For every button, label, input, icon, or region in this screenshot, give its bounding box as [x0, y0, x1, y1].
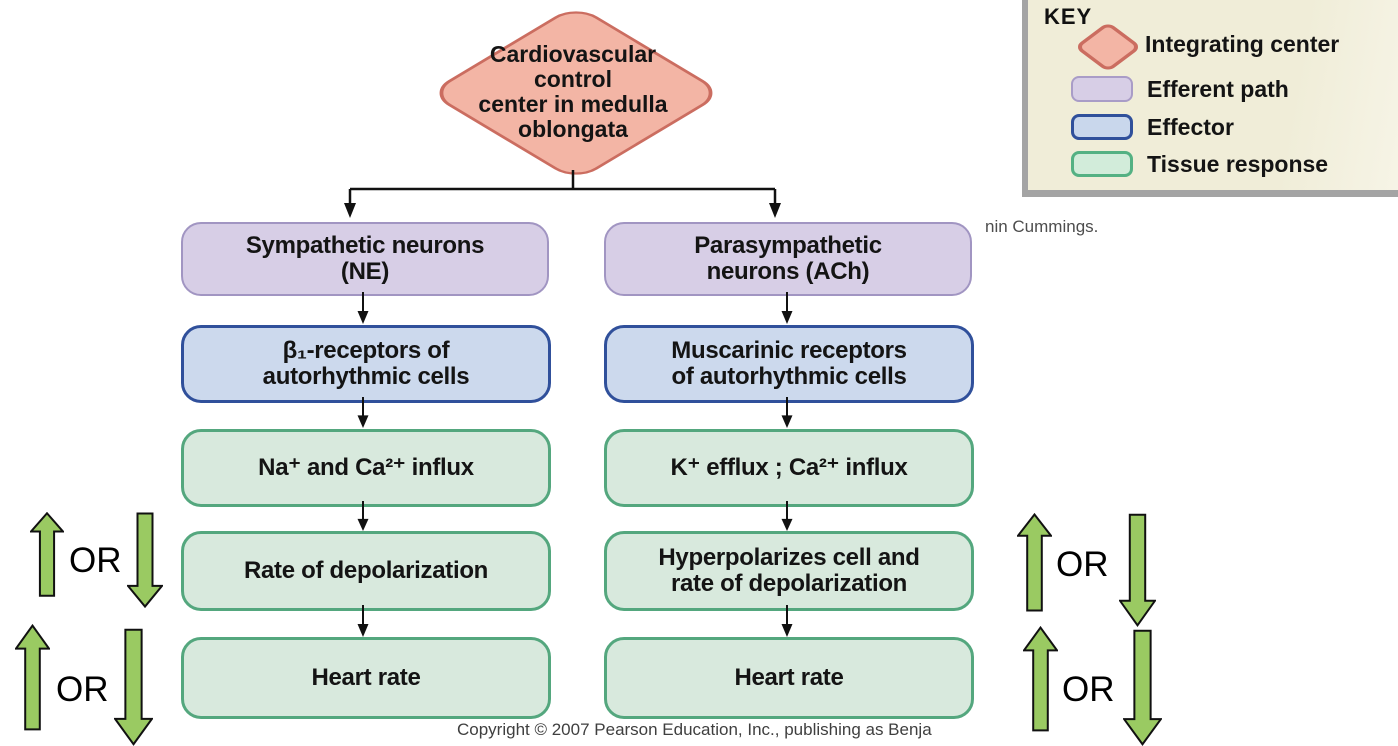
or-label: OR: [56, 670, 109, 709]
branch-connector-arrows: [344, 170, 781, 218]
decrease-arrow-icon: [127, 512, 163, 608]
integrating-center-label: Cardiovascular control center in medulla…: [478, 41, 668, 142]
increase-arrow-icon: [30, 512, 64, 597]
credit-fragment-text: nin Cummings.: [985, 217, 1099, 236]
or-label: OR: [1056, 545, 1109, 584]
flow-arrow-icon: [781, 605, 793, 637]
k-efflux-ca-influx-box: K⁺ efflux ; Ca²⁺ influx: [604, 429, 974, 507]
rate-of-depolarization-box: Rate of depolarization: [181, 531, 551, 611]
key-item-integrating-center: Integrating center: [1073, 21, 1340, 73]
increase-arrow-icon: [1023, 626, 1058, 732]
flow-arrow-icon: [781, 501, 793, 531]
increase-arrow-icon: [1017, 513, 1052, 612]
or-label: OR: [69, 541, 122, 580]
key-item-label: Effector: [1147, 113, 1234, 140]
integrating-center-swatch-icon: [1073, 21, 1142, 73]
decrease-arrow-icon: [1119, 513, 1156, 627]
increase-arrow-icon: [15, 624, 50, 731]
flow-arrow-icon: [357, 501, 369, 531]
effector-swatch-icon: [1071, 114, 1133, 140]
key-item-label: Efferent path: [1147, 75, 1289, 102]
heart-rate-box-left: Heart rate: [181, 637, 551, 719]
flow-arrow-icon: [781, 397, 793, 428]
heart-rate-box-right: Heart rate: [604, 637, 974, 719]
muscarinic-receptors-box: Muscarinic receptors of autorhythmic cel…: [604, 325, 974, 403]
flow-arrow-icon: [357, 292, 369, 324]
key-item-efferent-path: Efferent path: [1071, 76, 1289, 102]
flow-arrow-icon: [781, 292, 793, 324]
flow-arrow-icon: [357, 397, 369, 428]
key-panel: KEY Integrating center Efferent path Eff…: [1022, 0, 1398, 197]
decrease-arrow-icon: [114, 628, 153, 746]
efferent-path-swatch-icon: [1071, 76, 1133, 102]
na-ca-influx-box: Na⁺ and Ca²⁺ influx: [181, 429, 551, 507]
beta1-receptors-box: β₁-receptors of autorhythmic cells: [181, 325, 551, 403]
key-title: KEY: [1044, 4, 1093, 29]
sympathetic-neurons-box: Sympathetic neurons (NE): [181, 222, 549, 296]
key-item-tissue-response: Tissue response: [1071, 151, 1328, 177]
tissue-response-swatch-icon: [1071, 151, 1133, 177]
key-item-label: Integrating center: [1145, 30, 1340, 57]
key-item-effector: Effector: [1071, 114, 1234, 140]
or-label: OR: [1062, 670, 1115, 709]
parasympathetic-neurons-box: Parasympathetic neurons (ACh): [604, 222, 972, 296]
copyright-text: Copyright © 2007 Pearson Education, Inc.…: [457, 720, 932, 739]
key-item-label: Tissue response: [1147, 150, 1329, 177]
decrease-arrow-icon: [1123, 629, 1162, 746]
hyperpolarizes-cell-box: Hyperpolarizes cell and rate of depolari…: [604, 531, 974, 611]
flow-arrow-icon: [357, 605, 369, 637]
